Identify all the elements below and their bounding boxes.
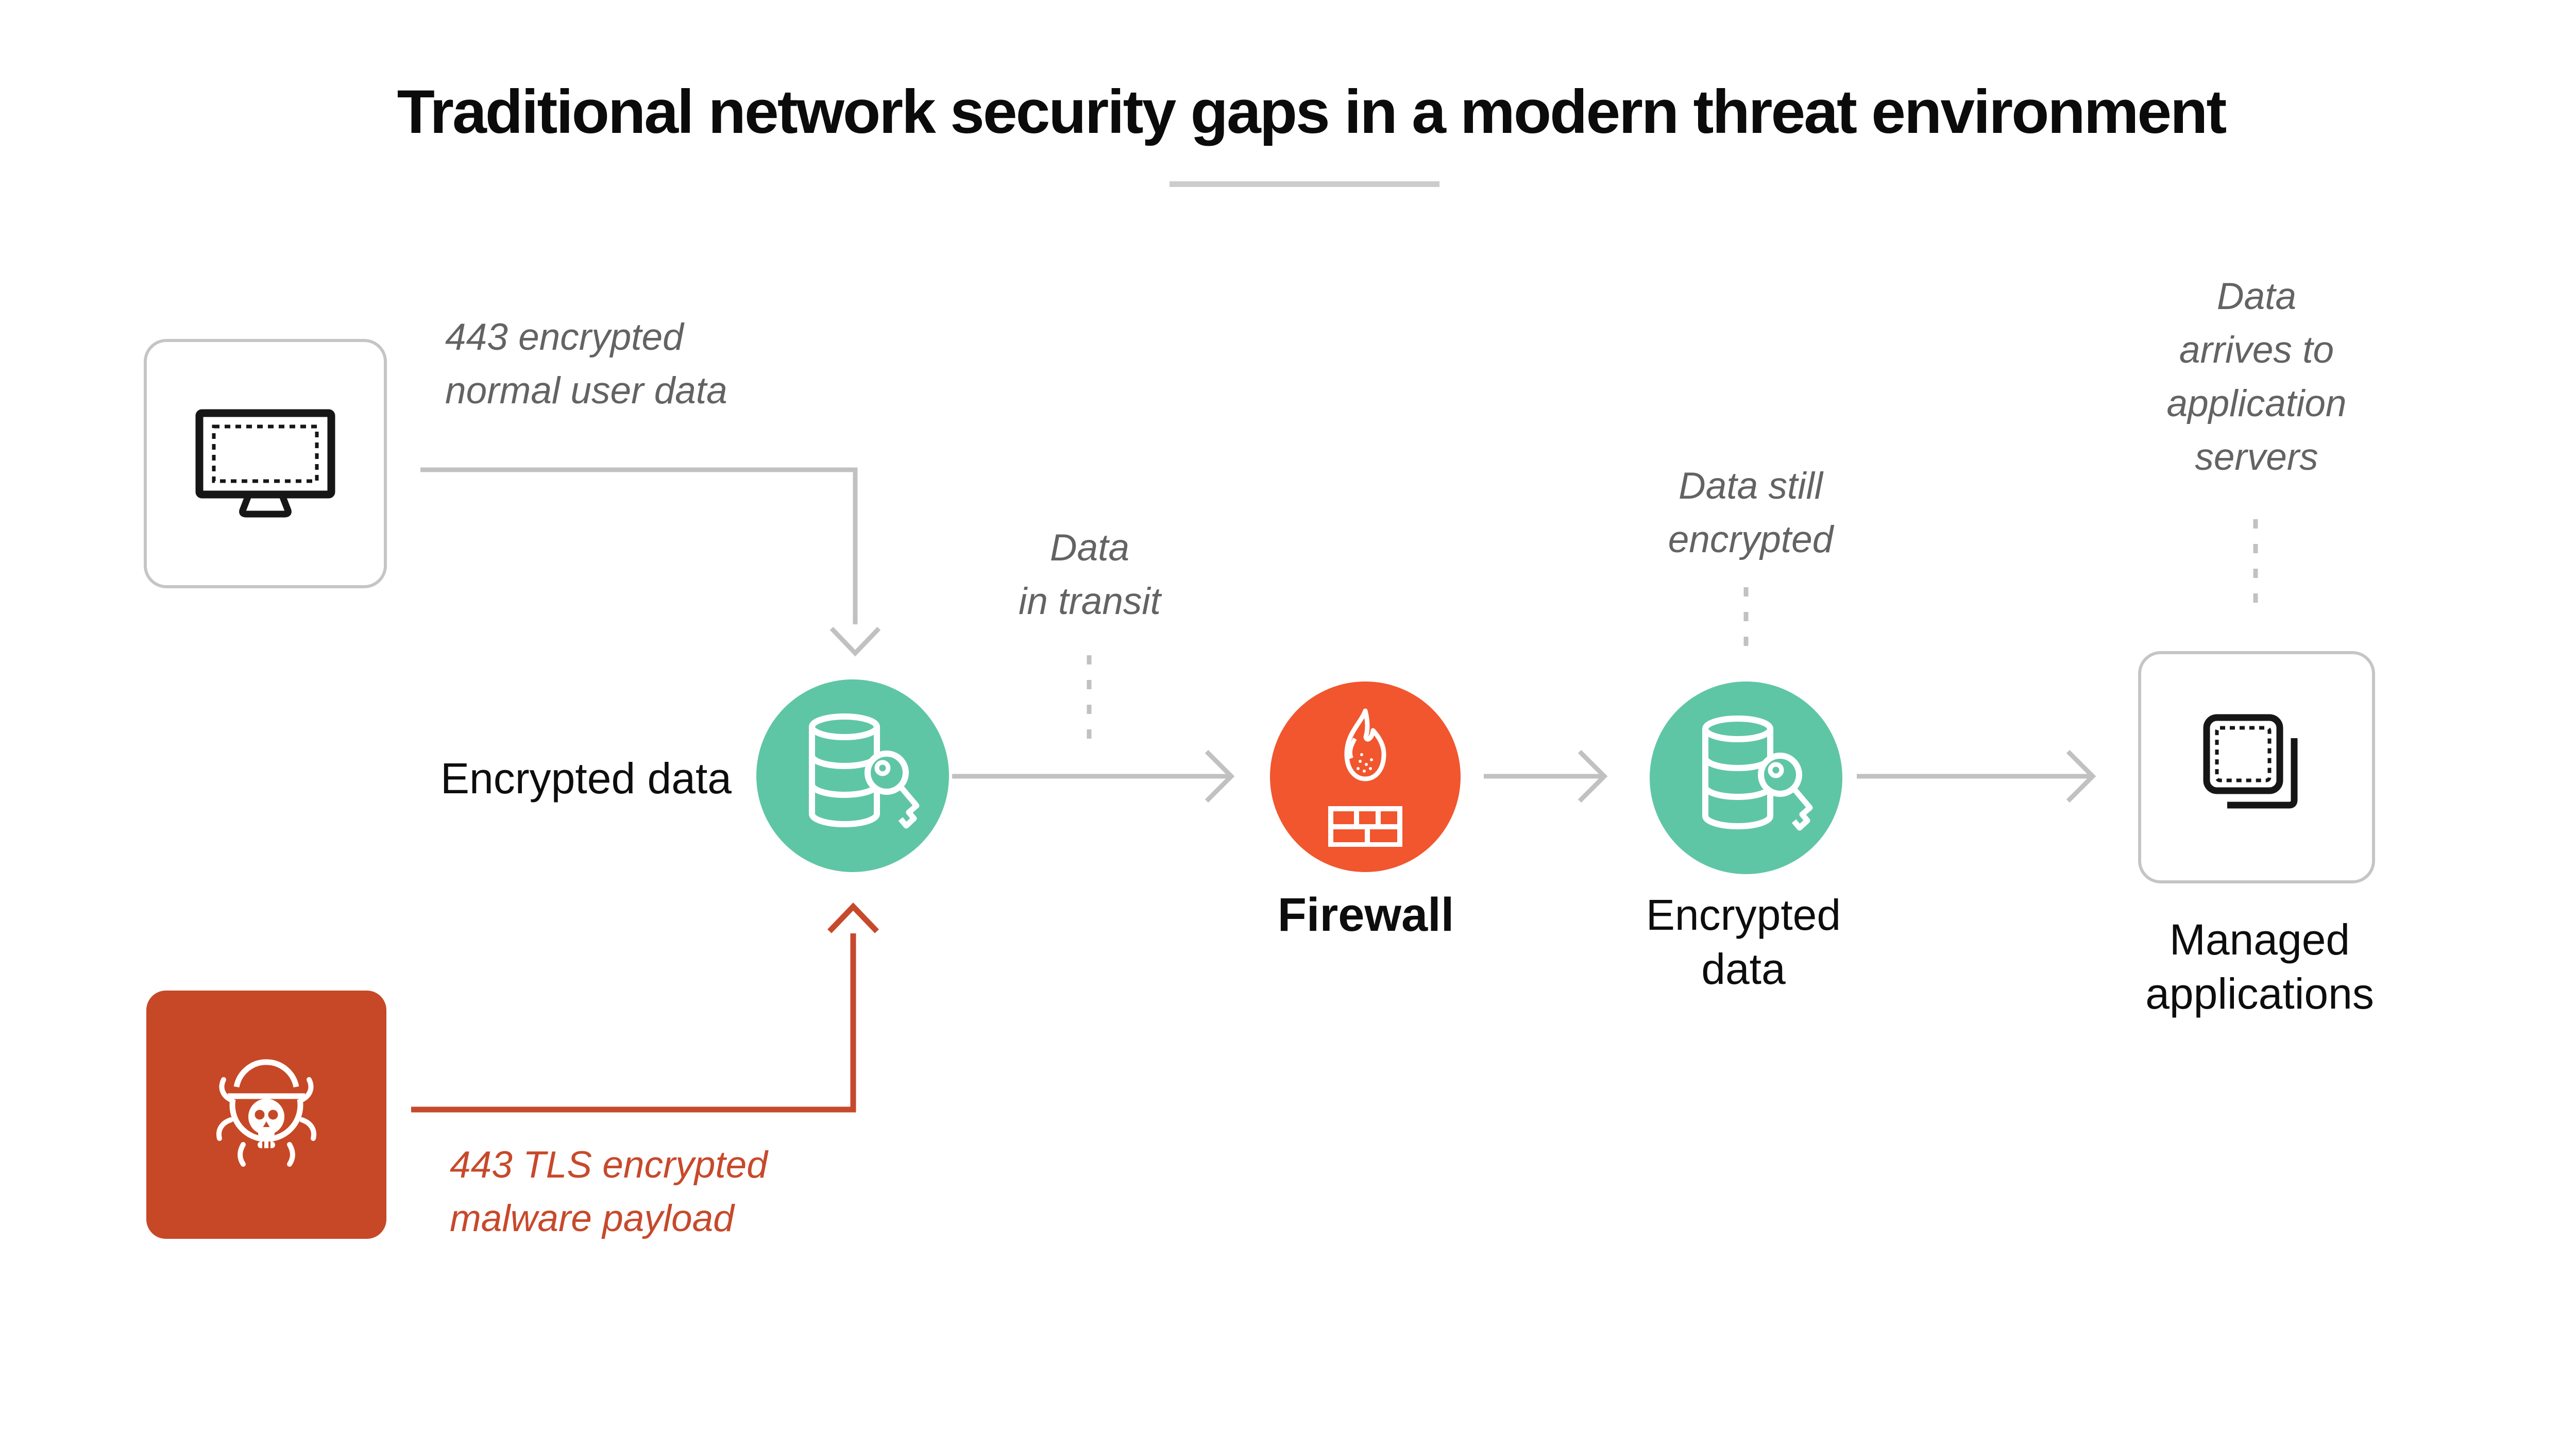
encrypted-data-1-node [756,679,949,872]
note-data-still-encrypted: Data still encrypted [1668,465,1834,560]
managed-apps-label: Managed applications [2145,915,2374,1018]
arrow-user-to-encrypted1 [420,467,858,624]
title-underline [1170,181,1439,187]
database-key-icon [1702,715,1813,831]
database-key-icon [809,713,920,829]
monitor-icon [195,409,335,518]
firewall-label: Firewall [1277,889,1454,941]
firewall-node [1270,681,1461,872]
managed-apps-box [2138,651,2375,883]
encrypted-data-2-label: Encrypted data [1646,891,1841,993]
user-device-box [144,339,387,588]
note-data-in-transit: Data in transit [1019,527,1161,622]
note-data-arrives: Data arrives to application servers [2166,276,2347,478]
malware-box [146,991,386,1239]
arrowhead-user-to-encrypted1 [829,626,881,657]
arrowhead-encrypted1-to-firewall [1205,749,1235,803]
arrowhead-malware-to-encrypted1 [827,902,879,933]
arrowhead-firewall-to-encrypted2 [1578,749,1608,803]
arrow-malware-to-encrypted1 [411,933,856,1113]
malware-bug-icon [216,1059,316,1167]
page-title: Traditional network security gaps in a m… [397,77,2227,146]
stacked-apps-icon [2203,714,2298,808]
note-normal-user-data: 443 encrypted normal user data [445,316,727,412]
encrypted-data-1-label: Encrypted data [440,754,732,803]
encrypted-data-2-node [1650,681,1842,874]
firewall-icon [1328,708,1402,847]
note-malware-payload: 443 TLS encrypted malware payload [450,1144,768,1239]
arrowhead-encrypted2-to-apps [2066,749,2096,803]
